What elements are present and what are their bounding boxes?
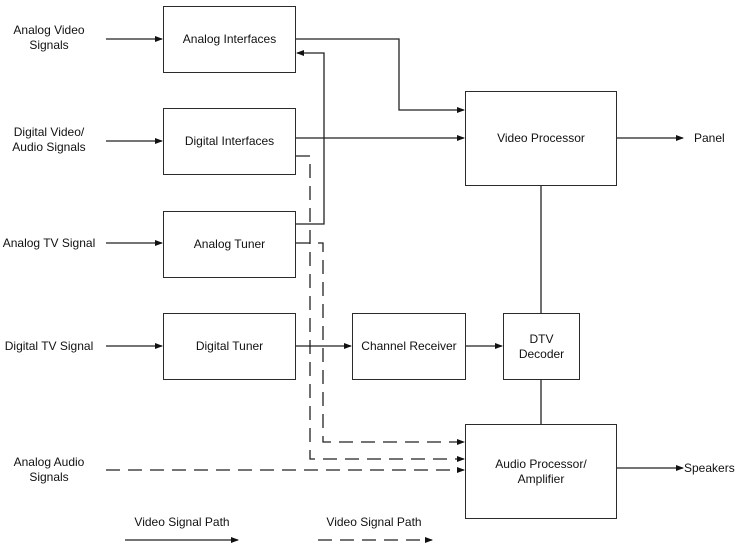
legend-dashed-label: Video Signal Path xyxy=(326,515,422,529)
block-dtv-decoder: DTV Decoder xyxy=(503,313,580,380)
block-channel-receiver: Channel Receiver xyxy=(352,313,466,380)
block-digital-tuner: Digital Tuner xyxy=(163,313,296,380)
block-analog-tuner: Analog Tuner xyxy=(163,211,296,278)
dashed-digital-if-to-audio xyxy=(296,155,465,462)
path-analog-if-to-video-proc xyxy=(296,38,465,113)
input-label-digital-tv: Digital TV Signal xyxy=(4,339,94,353)
input-label-analog-video: Analog Video Signals xyxy=(13,23,85,52)
output-label-panel: Panel xyxy=(694,131,725,145)
output-label-speakers: Speakers xyxy=(684,461,735,475)
block-digital-interfaces: Digital Interfaces xyxy=(163,108,296,175)
input-label-digital-video: Digital Video/ Audio Signals xyxy=(12,125,86,154)
block-audio-processor: Audio Processor/ Amplifier xyxy=(465,424,617,519)
input-label-analog-audio: Analog Audio Signals xyxy=(13,455,85,484)
dashed-analog-tuner-to-audio xyxy=(296,242,465,445)
block-video-processor: Video Processor xyxy=(465,91,617,186)
legend-solid-label: Video Signal Path xyxy=(134,515,230,529)
block-analog-interfaces: Analog Interfaces xyxy=(163,6,296,73)
input-label-analog-tv: Analog TV Signal xyxy=(2,236,96,250)
